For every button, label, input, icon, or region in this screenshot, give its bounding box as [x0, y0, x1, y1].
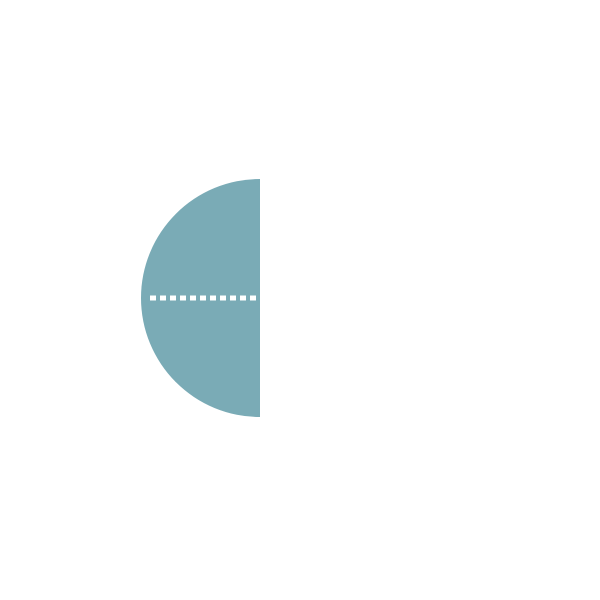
- diagram-canvas: [141, 179, 260, 417]
